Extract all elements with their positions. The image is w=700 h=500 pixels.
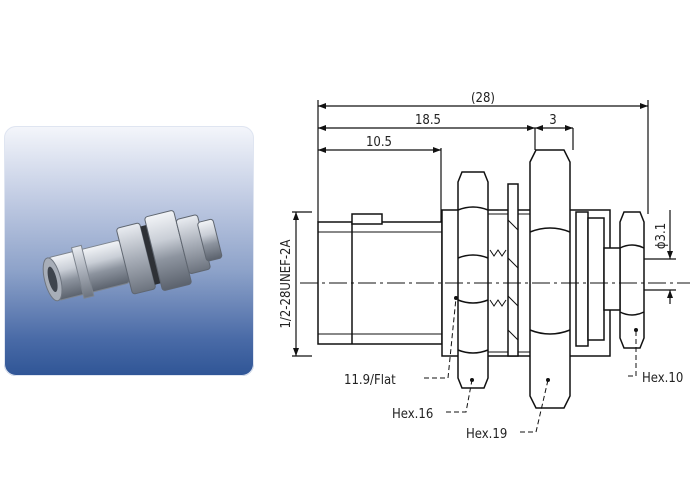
product-photo <box>4 126 254 376</box>
connector-photo-illustration <box>42 210 223 302</box>
dim-overall-length: (28) <box>471 91 495 106</box>
callout-hex10: Hex.10 <box>642 371 683 386</box>
dim-pin-diameter: ϕ3.1 <box>654 223 669 249</box>
dim-body-length: 18.5 <box>415 113 441 128</box>
dim-nut-width: 3 <box>549 113 556 128</box>
callout-hex19: Hex.19 <box>466 427 507 442</box>
callout-hex16: Hex.16 <box>392 407 433 422</box>
dim-front-length: 10.5 <box>366 135 392 150</box>
dim-thread-spec: 1/2-28UNEF-2A <box>279 239 294 328</box>
callout-flat: 11.9/Flat <box>344 373 396 388</box>
